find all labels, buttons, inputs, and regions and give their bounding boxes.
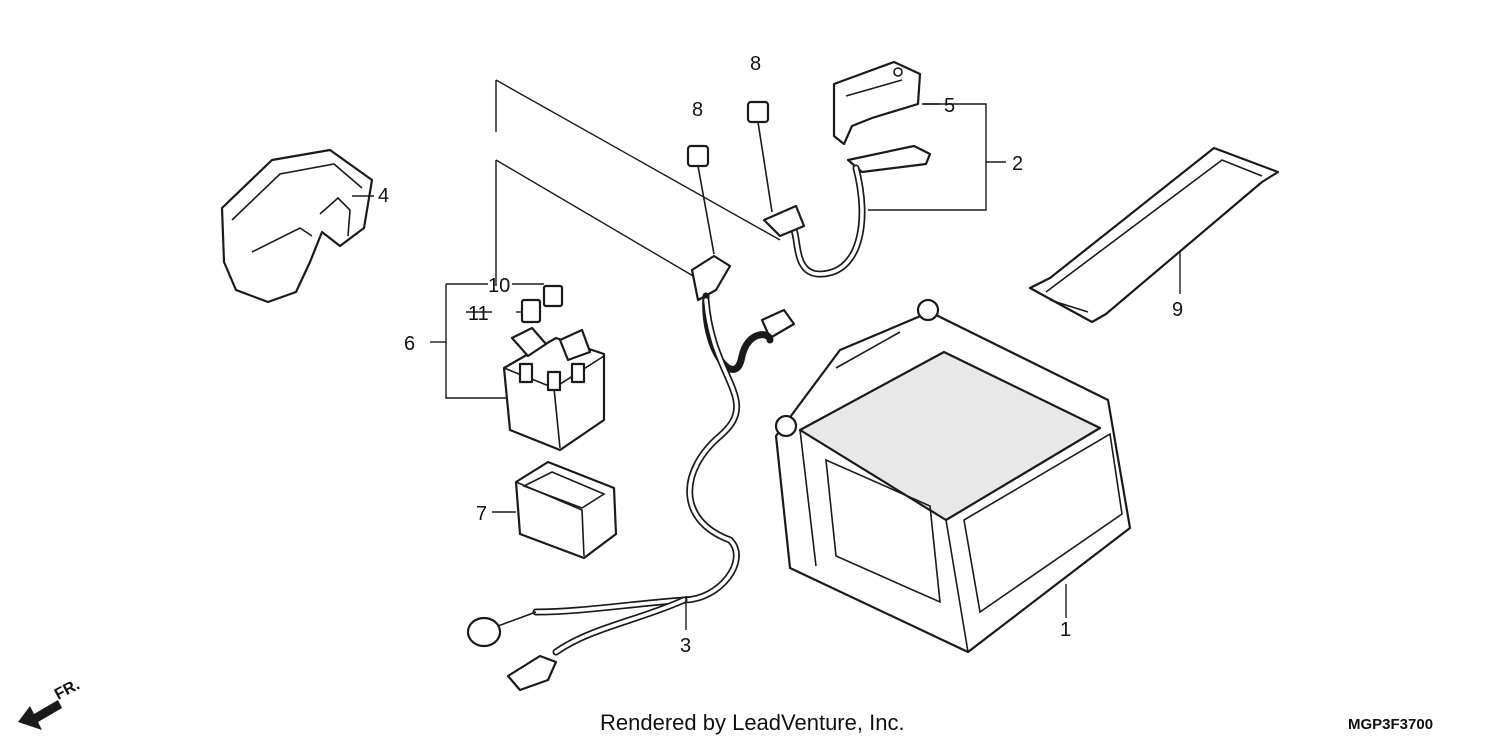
- bracket-part-5: [832, 60, 922, 146]
- callout-11: 11: [468, 303, 489, 325]
- alignment-lines: [495, 79, 781, 286]
- cable-part-2: [762, 144, 932, 278]
- fuse-part-11: [520, 298, 542, 324]
- callout-5: 5: [944, 95, 955, 117]
- callout-1: 1: [1060, 619, 1071, 641]
- front-arrow-icon: FR.: [18, 676, 83, 730]
- callout-6: 6: [404, 333, 415, 355]
- callout-7: 7: [476, 503, 487, 525]
- diagram-code: MGP3F3700: [1348, 716, 1434, 733]
- callout-8a: 8: [692, 99, 703, 121]
- strap-part-9: [1028, 146, 1280, 324]
- credit-text: Rendered by LeadVenture, Inc.: [600, 710, 905, 735]
- bolt-part-8b: [746, 100, 773, 213]
- callout-2: 2: [1012, 153, 1023, 175]
- harness-part-3: [466, 254, 796, 692]
- callout-8b: 8: [750, 53, 761, 75]
- cover-part-4: [220, 148, 374, 304]
- battery-part-1: [774, 298, 1132, 654]
- svg-text:FR.: FR.: [52, 676, 83, 703]
- fuse-part-10: [542, 284, 564, 308]
- relay-part-6: [502, 326, 606, 452]
- callout-10: 10: [488, 275, 510, 297]
- bolt-part-8a: [686, 144, 715, 255]
- callout-9: 9: [1172, 299, 1183, 321]
- callout-4: 4: [378, 185, 389, 207]
- callout-3: 3: [680, 635, 691, 657]
- leader-lines: [352, 103, 1181, 630]
- relay-cover-part-7: [514, 460, 618, 560]
